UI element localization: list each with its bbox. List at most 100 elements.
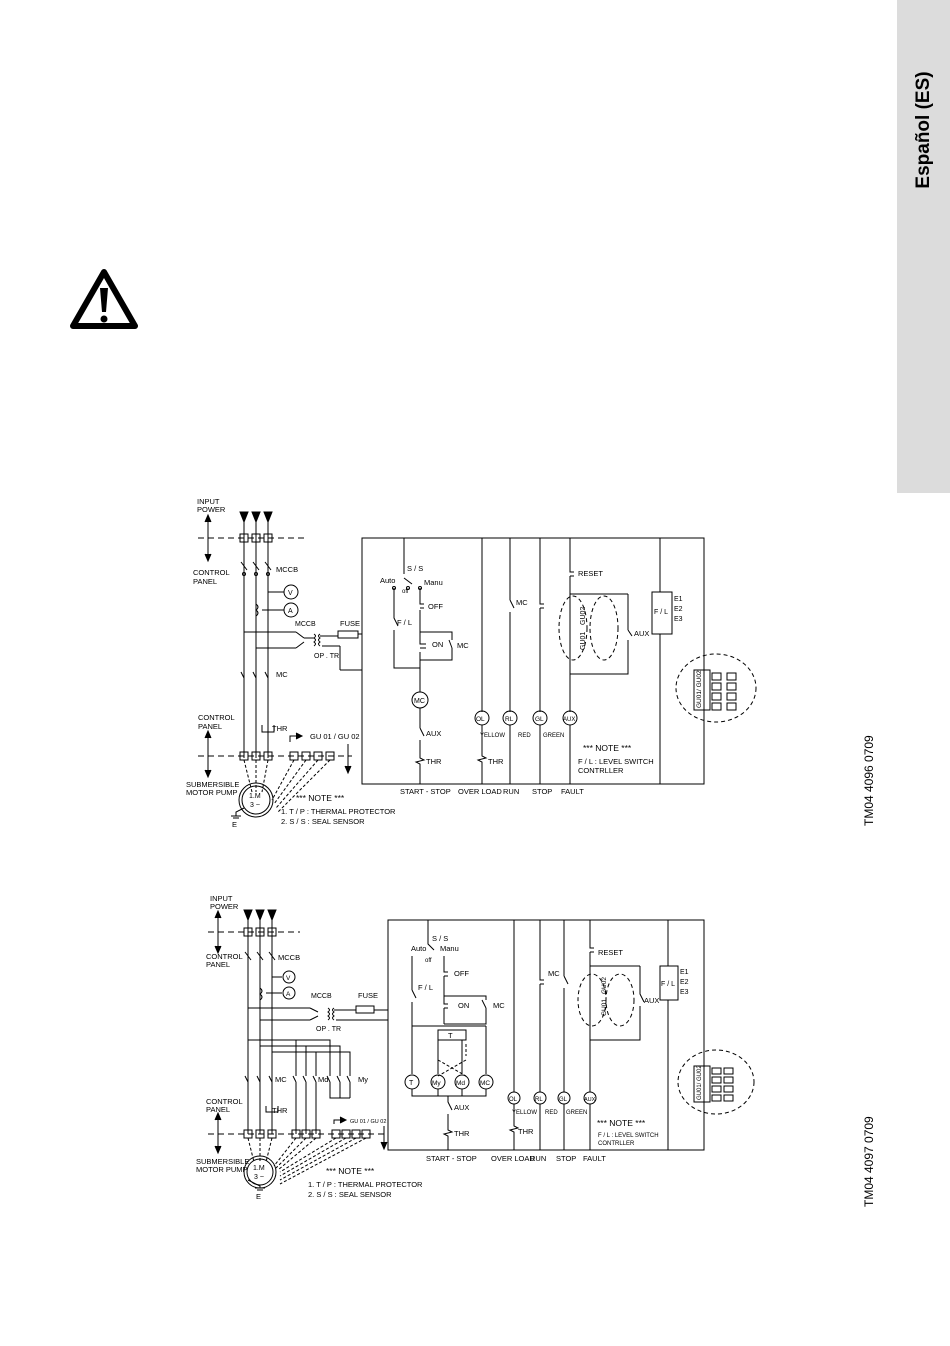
d1-input-power-2: POWER	[197, 505, 226, 514]
d1-note2-title: *** NOTE ***	[583, 743, 632, 753]
language-tab: Español (ES)	[897, 0, 950, 493]
d2-gu02: GU02	[601, 977, 608, 994]
d2-note2-line: F / L : LEVEL SWITCH	[598, 1133, 659, 1139]
d2-note-line-2: 2. S / S : SEAL SENSOR	[308, 1190, 392, 1199]
d2-e2: E2	[680, 979, 689, 986]
d1-note-line-2: 2. S / S : SEAL SENSOR	[281, 817, 365, 826]
d1-note-line-1: 1. T / P : THERMAL PROTECTOR	[281, 807, 396, 816]
d2-thr-label: THR	[272, 1106, 288, 1115]
d1-control-panel-1: CONTROL	[193, 568, 230, 577]
d1-label-stop: STOP	[532, 787, 552, 796]
d2-note-line-1: 1. T / P : THERMAL PROTECTOR	[308, 1180, 423, 1189]
d2-manu-label: Manu	[440, 944, 459, 953]
d2-coil-t: T	[409, 1080, 414, 1087]
d2-control-panel-1: CONTROL	[206, 952, 243, 961]
d2-control-panel-b1: CONTROL	[206, 1097, 243, 1106]
d2-ss-label: S / S	[432, 934, 448, 943]
d2-on-label: ON	[458, 1001, 469, 1010]
d1-aux-label: AUX	[426, 729, 441, 738]
d2-thr-ctrl-label: THR	[454, 1129, 470, 1138]
d2-note2-line2: CONTRLLER	[598, 1141, 635, 1147]
d2-label-overload: OVER LOAD	[491, 1154, 535, 1163]
d1-off-small: off	[402, 589, 409, 595]
d1-note2-line: F / L : LEVEL SWITCH	[578, 757, 654, 766]
d1-gu01: GU01	[580, 632, 587, 650]
d2-red: RED	[545, 1110, 558, 1116]
d1-motor-2: 3 ~	[250, 802, 260, 809]
d1-gu02: GU02	[580, 607, 587, 625]
d2-md-label: Md	[318, 1075, 328, 1084]
d2-aux-label: AUX	[454, 1103, 469, 1112]
d2-e3: E3	[680, 989, 689, 996]
d1-auto-label: Auto	[380, 576, 395, 585]
d1-e1: E1	[674, 596, 683, 603]
d1-label-start-stop: START - STOP	[400, 787, 451, 796]
d2-label-fault: FAULT	[583, 1154, 606, 1163]
d1-thr-label: THR	[272, 724, 288, 733]
d1-gu-box: GU01/ GU02	[696, 670, 703, 708]
warning-triangle-icon	[70, 269, 138, 329]
d1-input-power-1: INPUT	[197, 497, 220, 506]
d2-mccb2-label: MCCB	[311, 993, 332, 1000]
d1-mc-coil: MC	[414, 698, 425, 705]
d2-input-power-1: INPUT	[210, 894, 233, 903]
d1-red: RED	[518, 733, 531, 739]
d2-coil-md: Md	[456, 1080, 465, 1087]
d2-control-panel-2: PANEL	[206, 960, 230, 969]
d1-label-run: RUN	[503, 787, 519, 796]
d2-mc-label: MC	[275, 1075, 287, 1084]
d1-mccb	[240, 561, 272, 576]
d2-lamp-gl: GL	[559, 1097, 568, 1103]
d2-motor-2: 3 ~	[254, 1174, 264, 1181]
d2-input-power-2: POWER	[210, 902, 239, 911]
d2-off-small: off	[425, 958, 432, 964]
d2-pump-2: MOTOR PUMP	[196, 1165, 248, 1174]
d1-fuse-label: FUSE	[340, 619, 360, 628]
d2-gu-box: GU01/ GU02	[697, 1065, 703, 1100]
d2-op-tr: OP . TR	[316, 1026, 341, 1033]
d1-e2: E2	[674, 606, 683, 613]
d2-yellow: YELLOW	[512, 1110, 537, 1116]
d1-yellow: YELLOW	[480, 733, 505, 739]
d1-lamp-ol: OL	[476, 716, 485, 723]
d2-lamp-aux: AUX	[584, 1097, 596, 1103]
d2-gu01: GU01	[601, 999, 608, 1016]
d1-e3: E3	[674, 616, 683, 623]
d1-control-panel-b1: CONTROL	[198, 713, 235, 722]
d1-meter-a: A	[288, 608, 293, 615]
d2-earth: E	[256, 1192, 261, 1201]
d2-note-title: *** NOTE ***	[326, 1166, 375, 1176]
d2-my-label: My	[358, 1075, 368, 1084]
d2-fl-label: F / L	[418, 983, 433, 992]
d1-green: GREEN	[543, 733, 564, 739]
d1-pump-1: SUBMERSIBLE	[186, 780, 239, 789]
d1-on-label: ON	[432, 640, 443, 649]
d2-lamp-rl: RL	[535, 1097, 543, 1103]
d2-mccb-label: MCCB	[278, 953, 300, 962]
d1-mc-run-label: MC	[516, 598, 528, 607]
d2-thr2-label: THR	[518, 1127, 534, 1136]
d2-reset-label: RESET	[598, 948, 623, 957]
d2-fuse-label: FUSE	[358, 991, 378, 1000]
d2-green: GREEN	[566, 1110, 587, 1116]
d1-mc-label: MC	[276, 670, 288, 679]
d2-gu-label: GU 01 / GU 02	[350, 1119, 386, 1125]
d2-t-label: T	[448, 1031, 453, 1040]
d2-label-start-stop: START - STOP	[426, 1154, 477, 1163]
d1-label-fault: FAULT	[561, 787, 584, 796]
d1-reset-label: RESET	[578, 569, 603, 578]
d1-label-overload: OVER LOAD	[458, 787, 502, 796]
d2-fl-box-label: F / L	[661, 981, 675, 988]
d1-input-arrows	[239, 511, 273, 524]
d2-control-panel-b2: PANEL	[206, 1105, 230, 1114]
d1-meter-v: V	[288, 590, 293, 597]
d1-gu-label: GU 01 / GU 02	[310, 732, 360, 741]
d2-label-run: RUN	[530, 1154, 546, 1163]
d1-fl-label: F / L	[397, 618, 412, 627]
d2-e1: E1	[680, 969, 689, 976]
d2-motor-1: 1.M	[253, 1165, 265, 1172]
d1-manu-label: Manu	[424, 578, 443, 587]
d1-off-label: OFF	[428, 602, 443, 611]
